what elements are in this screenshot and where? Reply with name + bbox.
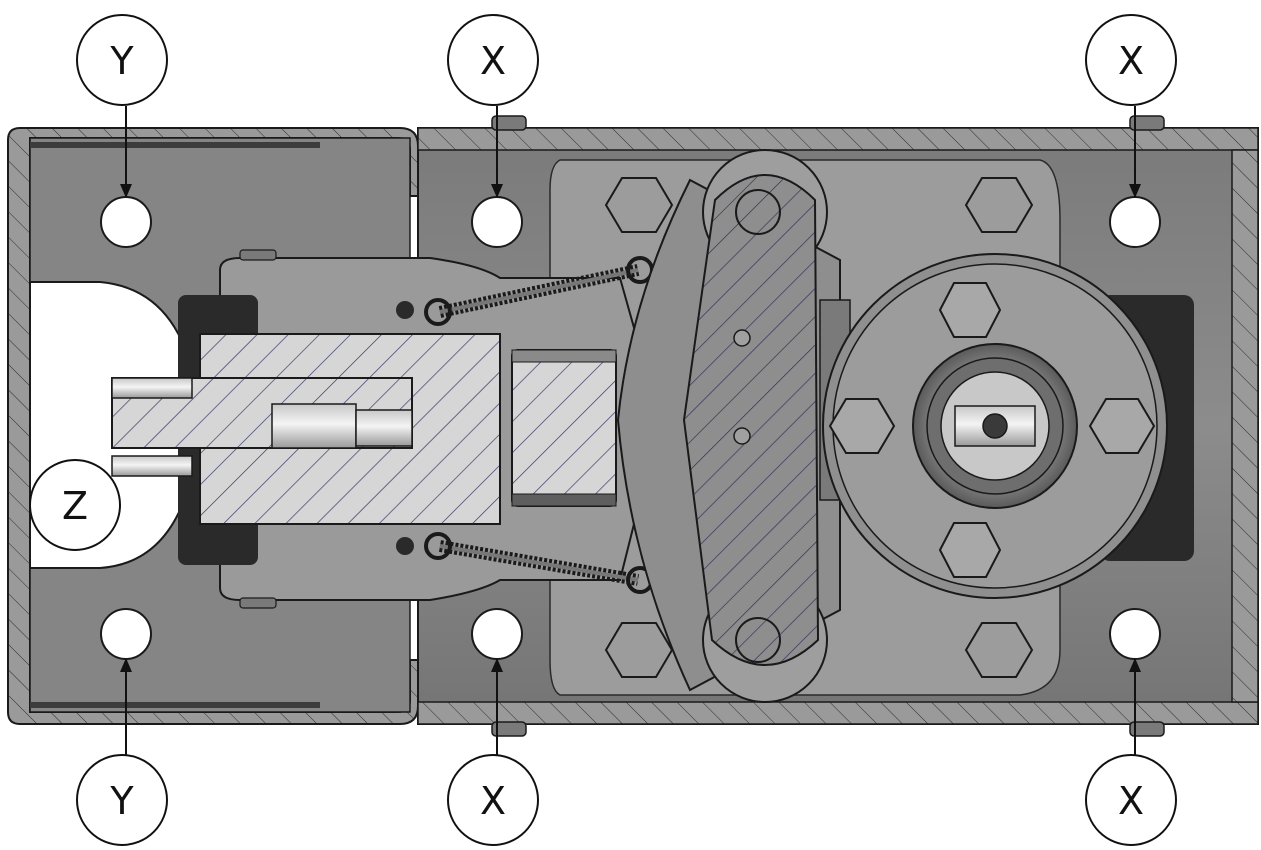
mounting-holes bbox=[100, 196, 1161, 660]
callout-y-top: Y bbox=[76, 14, 168, 106]
lower-spring bbox=[396, 532, 654, 594]
callout-label: X bbox=[480, 39, 506, 83]
solenoid-body bbox=[111, 333, 501, 525]
callout-x-bottom-middle: X bbox=[447, 754, 539, 846]
callout-label: Y bbox=[109, 39, 134, 83]
callout-label: X bbox=[480, 779, 506, 823]
rotary-hub bbox=[819, 253, 1194, 599]
callout-y-bottom: Y bbox=[76, 754, 168, 846]
callout-label: X bbox=[1118, 39, 1144, 83]
connecting-link bbox=[682, 149, 828, 703]
callout-x-bottom-right: X bbox=[1085, 754, 1177, 846]
callout-x-top-right: X bbox=[1085, 14, 1177, 106]
callout-label: Y bbox=[109, 779, 134, 823]
callout-z-left: Z bbox=[29, 459, 121, 551]
callout-label: X bbox=[1118, 779, 1144, 823]
leader-arrows bbox=[120, 106, 1141, 760]
callout-x-top-middle: X bbox=[447, 14, 539, 106]
plunger-block bbox=[511, 349, 617, 507]
callout-label: Z bbox=[62, 484, 88, 528]
bolts bbox=[604, 177, 1034, 678]
upper-spring bbox=[396, 256, 654, 326]
